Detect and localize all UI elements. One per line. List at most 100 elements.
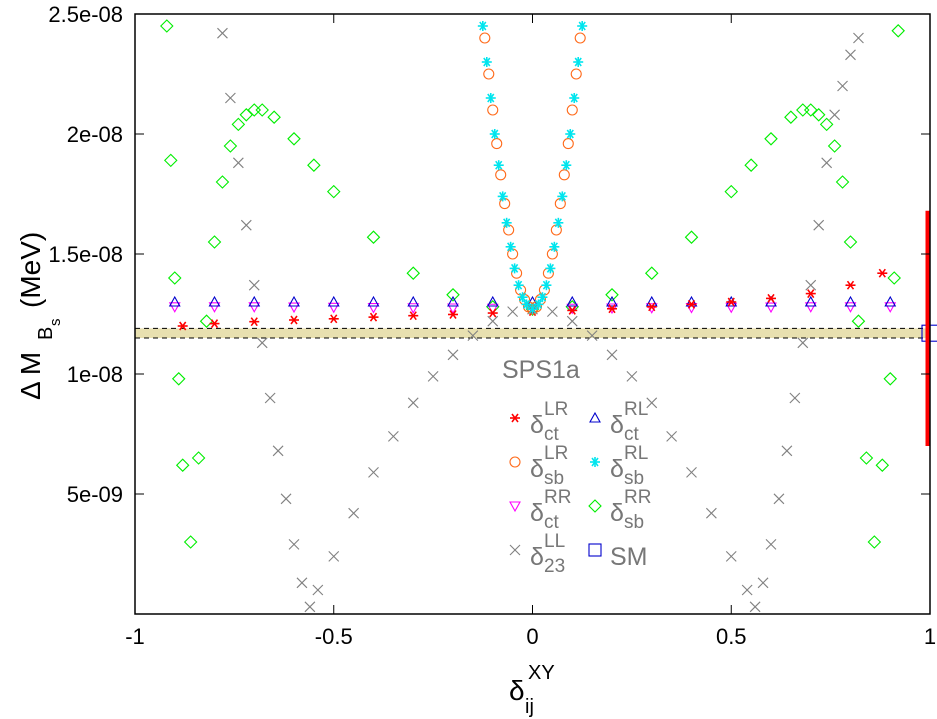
data-point xyxy=(408,311,419,321)
data-point xyxy=(387,431,399,442)
data-point xyxy=(773,493,785,505)
legend-marker xyxy=(590,457,600,467)
data-point xyxy=(208,302,221,313)
data-point xyxy=(288,295,300,307)
data-point xyxy=(168,302,181,313)
x-tick-label: 0.5 xyxy=(716,624,747,649)
legend-label: δ xyxy=(530,455,544,483)
series-6 xyxy=(217,27,864,613)
legend-label-sub: sb xyxy=(624,468,644,489)
data-point xyxy=(487,104,499,116)
data-point xyxy=(407,397,419,409)
data-point xyxy=(240,219,252,231)
legend-label-sup: LL xyxy=(544,531,565,552)
data-point xyxy=(725,551,737,562)
experimental-band xyxy=(135,328,930,338)
data-point xyxy=(272,445,284,457)
data-point xyxy=(749,601,761,613)
data-point xyxy=(827,139,842,153)
legend-label-sup: RR xyxy=(624,487,651,508)
data-point xyxy=(497,191,508,202)
legend-title: SPS1a xyxy=(502,356,580,384)
data-point xyxy=(489,129,500,139)
data-point xyxy=(163,153,178,168)
data-point xyxy=(566,315,578,327)
legend-marker xyxy=(510,413,520,423)
data-point xyxy=(797,337,809,349)
data-point xyxy=(546,306,558,317)
y-axis-label-subsub: s xyxy=(47,319,64,327)
data-point xyxy=(446,288,460,302)
y-tick-label: 1e-08 xyxy=(67,362,123,387)
data-point xyxy=(447,349,459,361)
data-point xyxy=(183,535,198,549)
legend-marker xyxy=(588,543,602,557)
x-tick-label: -0.5 xyxy=(315,624,353,649)
data-point xyxy=(646,302,657,312)
data-point xyxy=(249,317,260,327)
data-point xyxy=(845,280,856,290)
data-point xyxy=(483,68,495,80)
data-point xyxy=(859,451,874,465)
y-axis-label-unit: (MeV) xyxy=(15,232,46,308)
data-point xyxy=(686,299,697,309)
data-point xyxy=(267,110,281,124)
data-point xyxy=(225,92,236,104)
data-point xyxy=(191,451,206,465)
data-point xyxy=(567,305,578,315)
data-point xyxy=(327,302,340,314)
data-point xyxy=(256,337,268,349)
y-tick-label: 5e-09 xyxy=(67,482,123,507)
data-point xyxy=(407,303,420,314)
data-point xyxy=(813,219,825,231)
data-point xyxy=(326,184,341,199)
legend-marker xyxy=(509,544,521,556)
data-point xyxy=(789,392,801,404)
data-point xyxy=(804,302,817,313)
data-point xyxy=(605,288,619,302)
data-point xyxy=(887,271,902,285)
data-point xyxy=(666,431,678,442)
data-point xyxy=(527,304,538,315)
data-point xyxy=(821,157,833,169)
data-point xyxy=(566,104,578,116)
y-tick-label: 1.5e-08 xyxy=(48,242,123,267)
y-axis-label-sub: B xyxy=(35,327,57,340)
data-point xyxy=(209,319,220,329)
data-point xyxy=(877,268,888,278)
data-point xyxy=(757,577,769,589)
data-point xyxy=(485,93,496,103)
y-tick-label: 2e-08 xyxy=(67,122,123,147)
legend-label: δ xyxy=(610,411,624,439)
legend-marker xyxy=(588,499,602,513)
legend-label: δ xyxy=(610,499,624,527)
data-point xyxy=(843,235,858,249)
data-point xyxy=(289,315,299,325)
data-point xyxy=(784,110,798,124)
data-point xyxy=(606,295,618,307)
legend-label-sup: LR xyxy=(544,443,568,464)
data-point xyxy=(851,314,866,328)
data-point xyxy=(684,230,699,244)
legend-label-sub: ct xyxy=(544,512,560,533)
data-point xyxy=(288,302,300,314)
data-point xyxy=(765,302,777,314)
legend-label: δ xyxy=(610,455,624,483)
series-3 xyxy=(477,21,588,315)
data-point xyxy=(177,321,188,331)
data-point xyxy=(646,397,658,409)
data-point xyxy=(565,129,576,139)
data-point xyxy=(467,330,479,341)
data-point xyxy=(766,293,776,303)
legend-marker xyxy=(589,411,601,423)
data-point xyxy=(541,280,552,291)
data-point xyxy=(811,108,826,122)
data-point xyxy=(607,304,617,314)
data-point xyxy=(479,32,491,44)
data-point xyxy=(481,57,492,67)
data-point xyxy=(558,169,570,181)
legend-label: SM xyxy=(610,543,648,571)
data-point xyxy=(686,467,697,478)
